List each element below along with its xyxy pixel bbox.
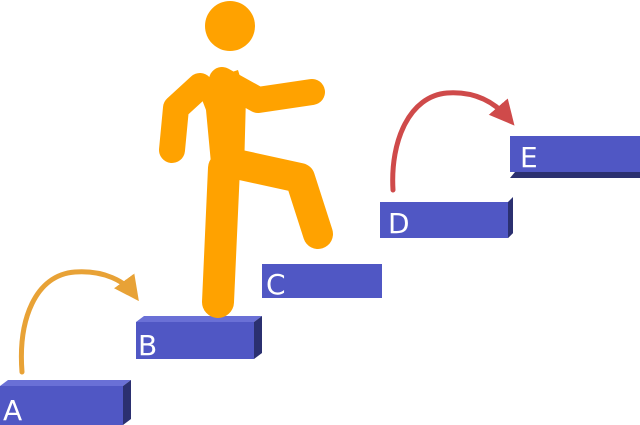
step-label: B xyxy=(138,329,157,362)
step-label: A xyxy=(3,394,22,425)
step-c: C xyxy=(262,264,382,301)
step-a: A xyxy=(0,380,131,425)
step-label: D xyxy=(388,207,410,240)
step-d: D xyxy=(380,197,513,240)
step-label: E xyxy=(520,141,538,174)
curved-arrow-icon xyxy=(390,90,515,193)
walking-person-icon xyxy=(159,1,333,318)
step-e: E xyxy=(510,136,640,178)
curved-arrow-icon xyxy=(18,269,139,375)
step-b: B xyxy=(136,316,262,362)
step-label: C xyxy=(266,268,286,301)
